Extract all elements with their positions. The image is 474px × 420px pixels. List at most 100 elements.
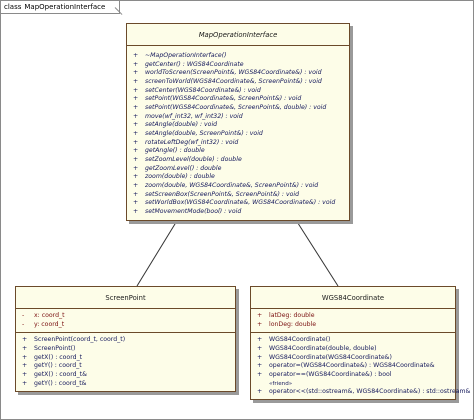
operation-row[interactable]: + rotateLeftDeg(wf_int32) : void <box>133 139 343 148</box>
operation-text: getX() : coord_t& <box>34 370 87 378</box>
operation-row[interactable]: + getX() : coord_t <box>22 354 229 363</box>
class-wgs84-coordinate[interactable]: WGS84Coordinate + latDeg: double +lonDeg: … <box>250 286 470 401</box>
attribute-text: latDeg: double <box>269 312 315 319</box>
attribute-row[interactable]: -x: coord_t <box>22 312 229 321</box>
friend-operations-list: +operator<<(std::ostream&, WGS84Coordina… <box>257 388 470 397</box>
operation-row[interactable]: +setAngle(double) : void <box>133 121 343 130</box>
operation-row[interactable]: +ScreenPoint() <box>22 345 229 354</box>
operation-row[interactable]: + setAngle(double, ScreenPoint&) : void <box>133 130 343 139</box>
operation-text: setScreenBox(ScreenPoint&, ScreenPoint&)… <box>145 190 300 198</box>
operation-row[interactable]: +getY() : coord_t <box>22 362 229 371</box>
attribute-row[interactable]: - y: coord_t <box>22 321 229 330</box>
operation-text: getY() : coord_t& <box>34 379 87 387</box>
visibility-marker: + <box>133 199 139 207</box>
operation-row[interactable]: + zoom(double) : double <box>133 173 343 182</box>
operation-row[interactable]: + zoom(double, WGS84Coordinate&, ScreenPo… <box>133 182 343 191</box>
visibility-marker: + <box>257 362 263 370</box>
operation-text: setPoint(WGS84Coordinate&, ScreenPoint&,… <box>145 103 327 111</box>
operation-text: setAngle(double) : void <box>145 121 218 129</box>
visibility-marker: + <box>257 320 263 328</box>
visibility-marker: + <box>257 370 263 378</box>
operation-row[interactable]: +worldToScreen(ScreenPoint&, WGS84Coordi… <box>133 69 343 78</box>
operation-row[interactable]: +operator=(WGS84Coordinate&) : WGS84Coor… <box>257 362 449 371</box>
operation-row[interactable]: +setMovementMode(bool) : void <box>133 208 343 217</box>
operation-row[interactable]: + getZoomLevel() : double <box>133 165 343 174</box>
operations-compartment: +~MapOperationInterface()+getCenter() : … <box>127 46 349 220</box>
visibility-marker: + <box>22 336 28 344</box>
operation-row[interactable]: +WGS84Coordinate() <box>257 336 449 345</box>
operation-text: getX() : coord_t <box>34 353 83 361</box>
operation-row[interactable]: +getAngle() : double <box>133 147 343 156</box>
attributes-compartment: + latDeg: double +lonDeg: double <box>251 309 455 334</box>
operation-row[interactable]: +setZoomLevel(double) : double <box>133 156 343 165</box>
class-name: WGS84Coordinate <box>251 287 455 309</box>
operation-row[interactable]: +~MapOperationInterface() <box>133 52 343 61</box>
operation-text: move(wf_int32, wf_int32) : void <box>145 112 243 120</box>
visibility-marker: + <box>133 77 139 85</box>
class-screen-point[interactable]: ScreenPoint -x: coord_t-y: coord_t +Scre… <box>15 286 236 393</box>
operation-row[interactable]: + getX() : coord_t& <box>22 371 229 380</box>
operation-row[interactable]: + operator==(WGS84Coordinate&) : bool <box>257 371 449 380</box>
operation-row[interactable]: +operator<<(std::ostream&, WGS84Coordina… <box>257 388 470 397</box>
visibility-marker: + <box>133 69 139 77</box>
visibility-marker: + <box>257 353 263 361</box>
visibility-marker: + <box>133 164 139 172</box>
attribute-row[interactable]: +lonDeg: double <box>257 321 449 330</box>
visibility-marker: + <box>22 353 28 361</box>
visibility-marker: + <box>133 181 139 189</box>
operation-text: setZoomLevel(double) : double <box>145 155 242 163</box>
operation-text: zoom(double) : double <box>145 173 215 181</box>
operation-text: ScreenPoint(coord_t, coord_t) <box>34 336 126 344</box>
visibility-marker: + <box>133 52 139 59</box>
attribute-row[interactable]: + latDeg: double <box>257 312 449 321</box>
attributes-compartment: -x: coord_t- y: coord_t <box>16 309 235 334</box>
operation-text: rotateLeftDeg(wf_int32) : void <box>145 138 239 146</box>
operation-text: getAngle() : double <box>145 147 205 155</box>
visibility-marker: + <box>133 207 139 215</box>
visibility-marker: - <box>22 320 25 328</box>
operation-row[interactable]: + setScreenBox(ScreenPoint&, ScreenPoint&… <box>133 191 343 200</box>
operations-compartment: +WGS84Coordinate()+WGS84Coordinate(doubl… <box>251 333 470 399</box>
attribute-text: x: coord_t <box>34 312 65 319</box>
operation-row[interactable]: +setCenter(WGS84Coordinate&) : void <box>133 87 343 96</box>
visibility-marker: + <box>133 173 139 181</box>
operation-row[interactable]: + screenToWorld(WGS84Coordinate&, ScreenP… <box>133 78 343 87</box>
operation-row[interactable]: + WGS84Coordinate(WGS84Coordinate&) <box>257 354 449 363</box>
visibility-marker: + <box>133 138 139 146</box>
operations-list: +WGS84Coordinate()+WGS84Coordinate(doubl… <box>257 336 449 379</box>
operation-row[interactable]: + setPoint(WGS84Coordinate&, ScreenPoint&… <box>133 104 343 113</box>
attribute-text: y: coord_t <box>34 320 65 328</box>
operation-text: ScreenPoint() <box>34 344 76 352</box>
operation-text: screenToWorld(WGS84Coordinate&, ScreenPo… <box>145 77 322 85</box>
operations-compartment: +ScreenPoint(coord_t, coord_t)+ScreenPoi… <box>16 333 235 391</box>
operation-row[interactable]: + WGS84Coordinate(double, double) <box>257 345 449 354</box>
operation-row[interactable]: +move(wf_int32, wf_int32) : void <box>133 113 343 122</box>
operation-text: setAngle(double, ScreenPoint&) : void <box>145 129 263 137</box>
visibility-marker: + <box>133 86 139 94</box>
operation-row[interactable]: + setWorldBox(WGS84Coordinate&, WGS84Coor… <box>133 199 343 208</box>
visibility-marker: + <box>257 344 263 352</box>
operation-text: getCenter() : WGS84Coordinate <box>145 60 244 68</box>
operation-text: WGS84Coordinate(WGS84Coordinate&) <box>269 353 392 361</box>
operation-text: WGS84Coordinate(double, double) <box>269 344 377 352</box>
visibility-marker: + <box>22 370 28 378</box>
operation-row[interactable]: + ScreenPoint(coord_t, coord_t) <box>22 336 229 345</box>
friend-stereotype: «friend» <box>269 380 293 387</box>
visibility-marker: + <box>133 190 139 198</box>
operation-text: setWorldBox(WGS84Coordinate&, WGS84Coord… <box>145 199 336 207</box>
operation-row[interactable]: + getY() : coord_t& <box>22 380 229 389</box>
operation-row[interactable]: +getCenter() : WGS84Coordinate <box>133 61 343 70</box>
operation-text: getY() : coord_t <box>34 362 82 370</box>
operation-text: operator<<(std::ostream&, WGS84Coordinat… <box>269 387 471 395</box>
operation-row[interactable]: +setPoint(WGS84Coordinate&, ScreenPoint&… <box>133 95 343 104</box>
class-name: MapOperationInterface <box>127 24 349 46</box>
class-map-operation-interface[interactable]: MapOperationInterface +~MapOperationInte… <box>126 23 350 222</box>
visibility-marker: + <box>22 379 28 387</box>
operation-text: getZoomLevel() : double <box>145 164 222 172</box>
visibility-marker: + <box>133 129 139 137</box>
operation-text: operator==(WGS84Coordinate&) : bool <box>269 370 392 378</box>
visibility-marker: + <box>133 103 139 111</box>
visibility-marker: + <box>257 312 263 319</box>
operation-text: zoom(double, WGS84Coordinate&, ScreenPoi… <box>145 181 319 189</box>
